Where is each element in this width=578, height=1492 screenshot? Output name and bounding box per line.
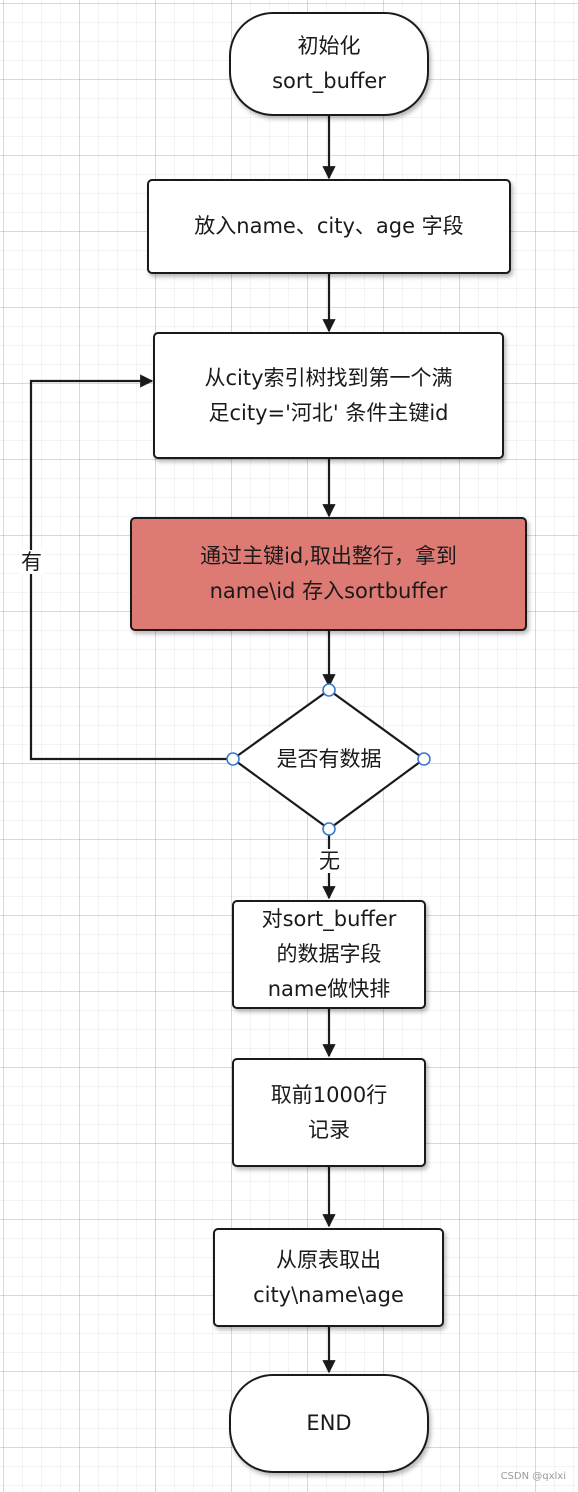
fetch-origin-node-label: 从原表取出 city\name\age	[253, 1247, 404, 1307]
fetch-row-node-label: 通过主键id,取出整行，拿到 name\id 存入sortbuffer	[200, 544, 457, 603]
quick-sort-node-label: 对sort_buffer 的数据字段 name做快排	[261, 907, 397, 1001]
connection-handle-bottom[interactable]	[322, 822, 336, 836]
add-fields-node-label: 放入name、city、age 字段	[194, 214, 464, 238]
decision-node-label: 是否有数据	[276, 747, 382, 771]
find-first-node-label: 从city索引树找到第一个满 足city='河北' 条件主键id	[204, 365, 453, 425]
find-first-node[interactable]: 从city索引树找到第一个满 足city='河北' 条件主键id	[153, 332, 504, 459]
end-node[interactable]: END	[229, 1374, 429, 1473]
fetch-origin-node[interactable]: 从原表取出 city\name\age	[213, 1228, 444, 1327]
edge-label-no: 无	[317, 849, 342, 873]
end-node-label: END	[306, 1411, 352, 1435]
watermark: CSDN @qxlxi	[500, 1471, 566, 1482]
start-node-label: 初始化 sort_buffer	[272, 34, 386, 93]
connection-handle-top[interactable]	[322, 683, 336, 697]
start-node[interactable]: 初始化 sort_buffer	[229, 12, 429, 116]
take-top-node[interactable]: 取前1000行 记录	[232, 1058, 426, 1167]
connection-handle-left[interactable]	[226, 752, 240, 766]
edge-label-yes: 有	[19, 550, 44, 574]
fetch-row-node[interactable]: 通过主键id,取出整行，拿到 name\id 存入sortbuffer	[130, 517, 527, 631]
take-top-node-label: 取前1000行 记录	[270, 1082, 388, 1142]
connection-handle-right[interactable]	[417, 752, 431, 766]
add-fields-node[interactable]: 放入name、city、age 字段	[147, 179, 511, 274]
quick-sort-node[interactable]: 对sort_buffer 的数据字段 name做快排	[232, 900, 426, 1009]
